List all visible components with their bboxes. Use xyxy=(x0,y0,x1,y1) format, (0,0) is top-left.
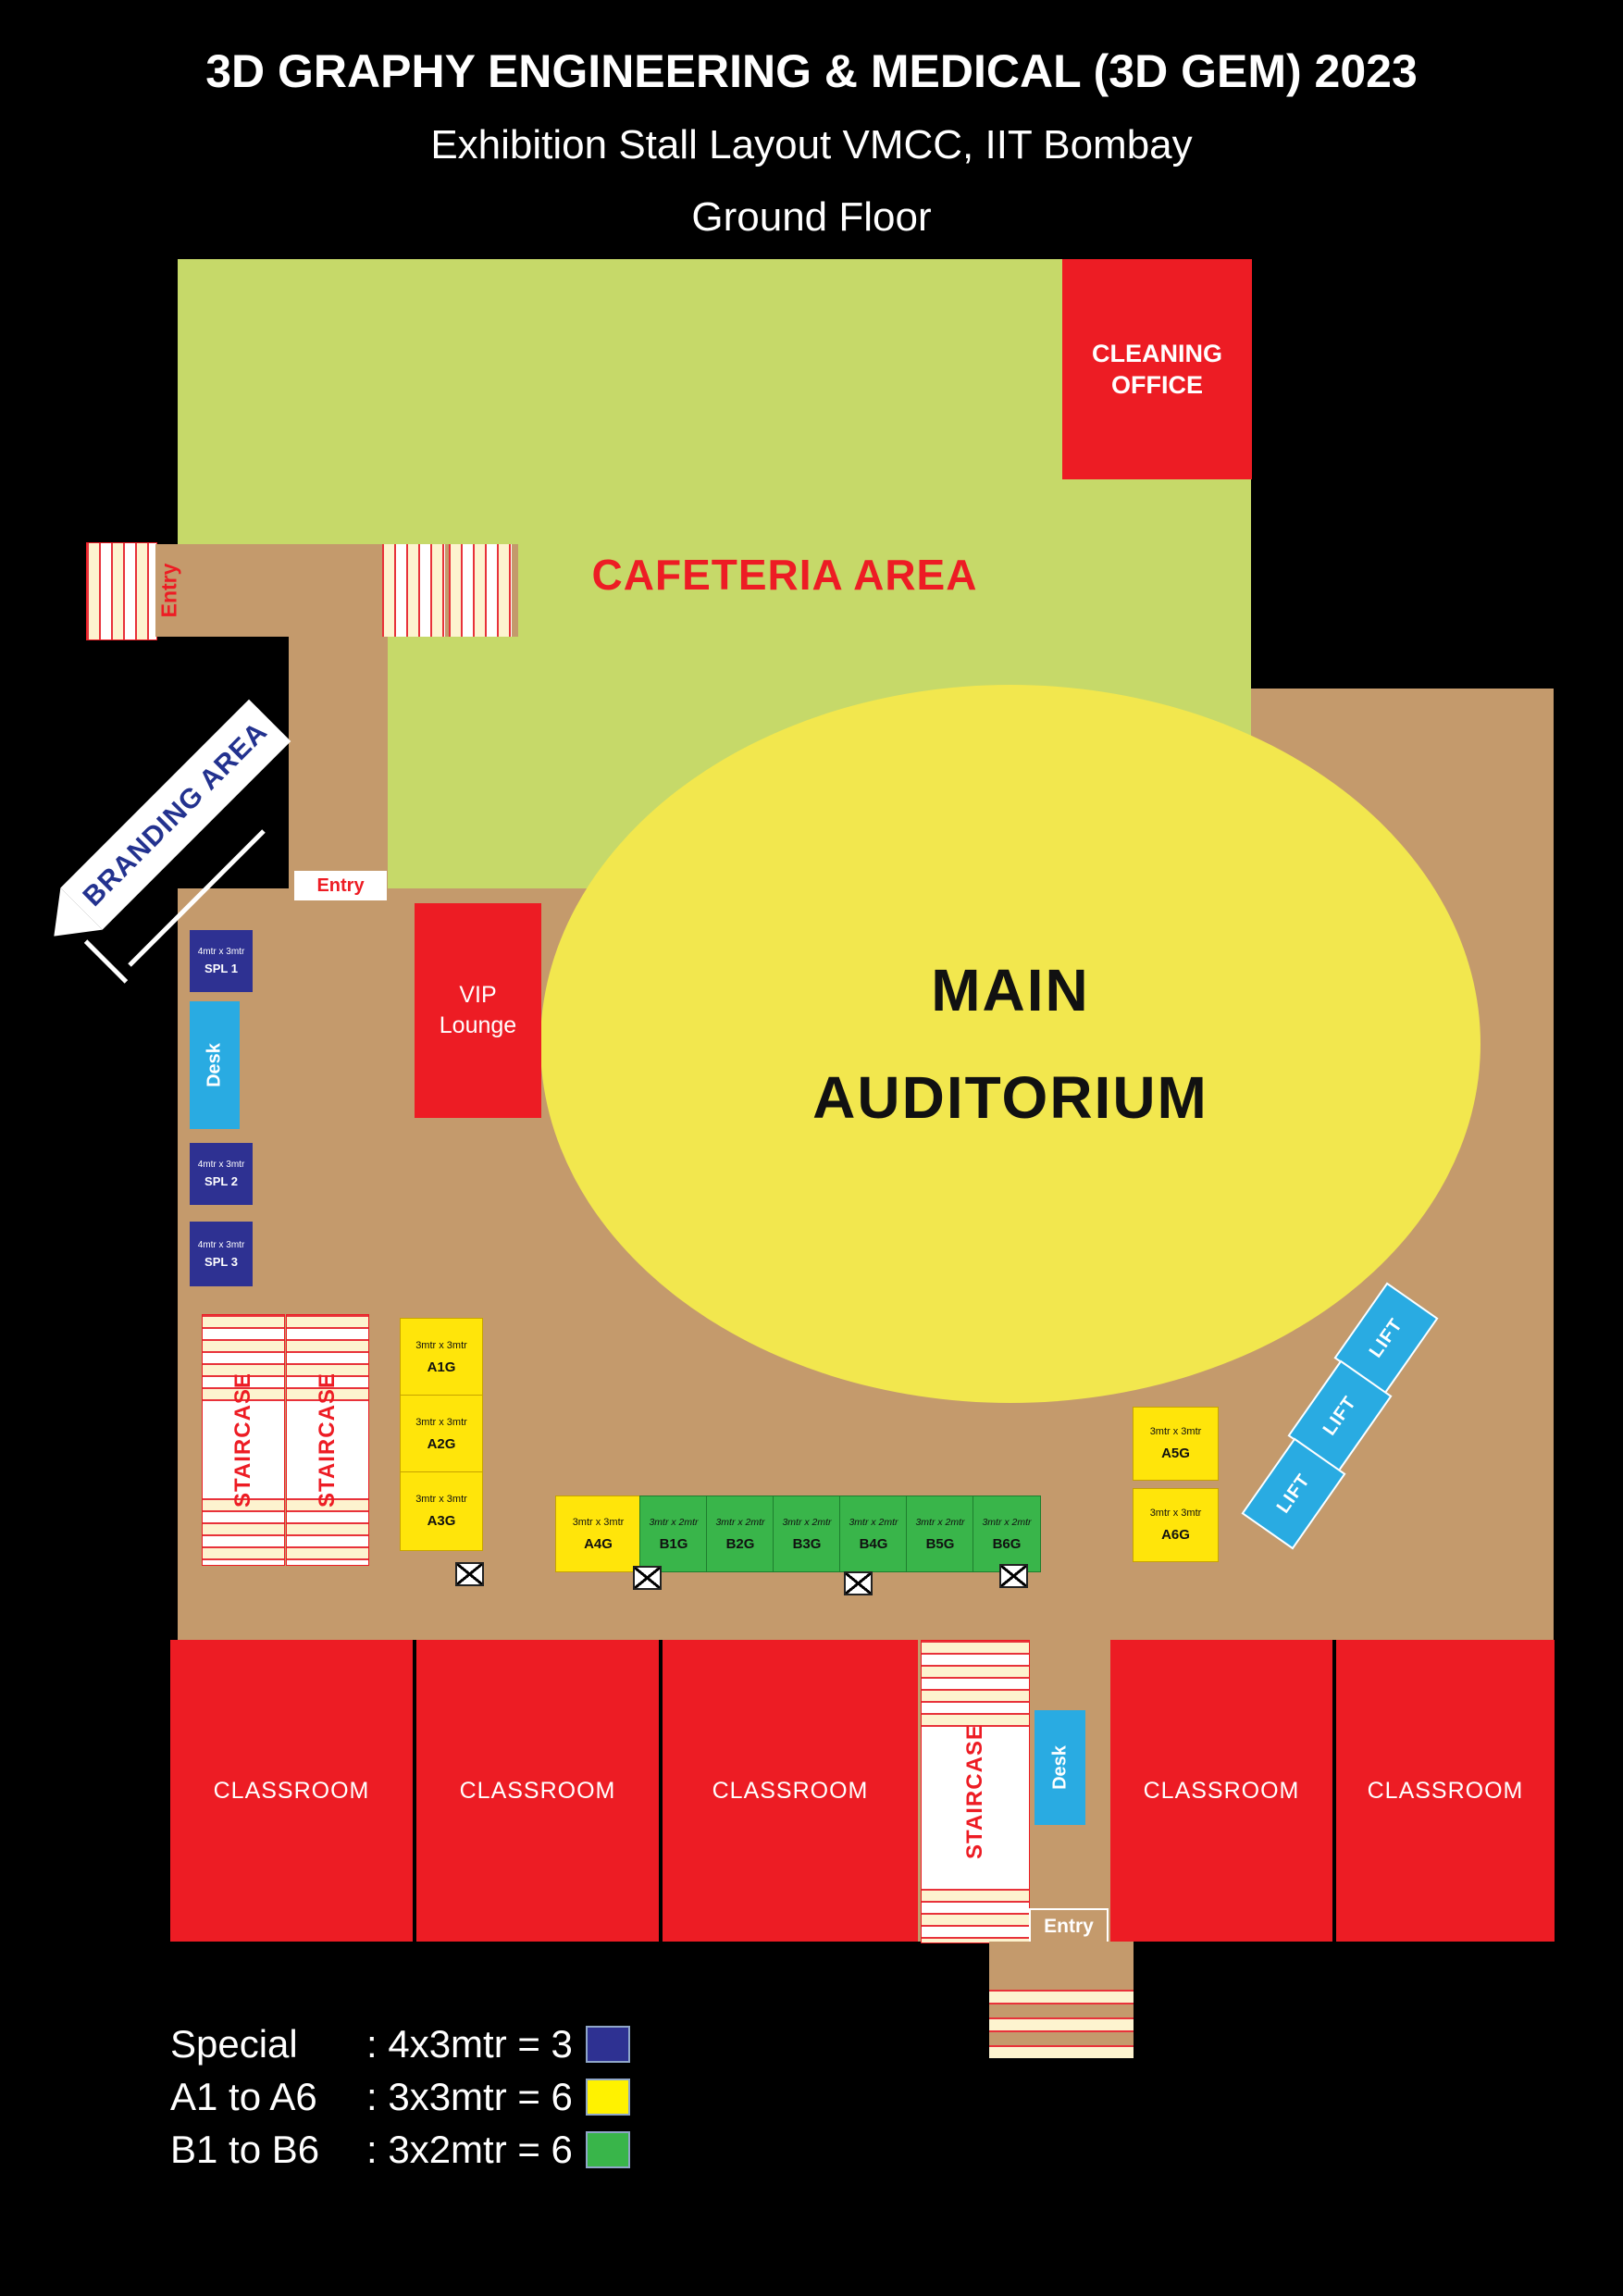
entry-corridor xyxy=(155,544,518,637)
entry-label-bottom: Entry xyxy=(1029,1908,1109,1945)
floor-label: Ground Floor xyxy=(691,194,932,240)
cleaning-office: CLEANING OFFICE xyxy=(1062,259,1252,479)
classroom-5: CLASSROOM xyxy=(1336,1640,1555,1942)
classroom-4: CLASSROOM xyxy=(1110,1640,1332,1942)
entry-label-mid: Entry xyxy=(294,871,387,900)
legend-row-a: A1 to A6 : 3x3mtr = 6 xyxy=(170,2070,630,2123)
stall-a1g: 3mtr x 3mtr A1G xyxy=(400,1318,483,1396)
stair-steps-icon xyxy=(203,1498,284,1565)
stall-a2g: 3mtr x 3mtr A2G xyxy=(400,1395,483,1473)
stall-b6g: 3mtr x 2mtr B6G xyxy=(973,1496,1041,1572)
classroom-1: CLASSROOM xyxy=(170,1640,413,1942)
stall-b2g: 3mtr x 2mtr B2G xyxy=(706,1496,774,1572)
staircase-left-1: STAIRCASE xyxy=(202,1314,285,1566)
stall-a4g: 3mtr x 3mtr A4G xyxy=(555,1496,641,1572)
classroom-2: CLASSROOM xyxy=(416,1640,659,1942)
pillar-icon xyxy=(633,1566,662,1590)
stall-b1g: 3mtr x 2mtr B1G xyxy=(639,1496,708,1572)
stair-steps-icon xyxy=(287,1498,368,1565)
pillar-icon xyxy=(455,1562,484,1586)
stall-b5g: 3mtr x 2mtr B5G xyxy=(906,1496,974,1572)
legend-swatch-b xyxy=(585,2130,630,2168)
legend-swatch-a xyxy=(585,2078,630,2116)
staircase-middle: STAIRCASE xyxy=(921,1640,1030,1943)
entry-steps-icon xyxy=(989,1990,1134,2058)
auditorium-label-line2: AUDITORIUM xyxy=(812,1064,1208,1131)
stall-b4g: 3mtr x 2mtr B4G xyxy=(839,1496,908,1572)
auditorium-label-line1: MAIN xyxy=(931,957,1090,1024)
legend-swatch-special xyxy=(585,2025,630,2063)
corridor-steps-icon xyxy=(449,544,512,637)
stair-steps-icon xyxy=(287,1315,368,1408)
stall-a3g: 3mtr x 3mtr A3G xyxy=(400,1471,483,1551)
stair-steps-icon xyxy=(203,1315,284,1408)
stall-b3g: 3mtr x 2mtr B3G xyxy=(773,1496,841,1572)
pillar-icon xyxy=(844,1571,873,1595)
corridor-steps-icon xyxy=(382,544,445,637)
stall-spl3: 4mtr x 3mtr SPL 3 xyxy=(190,1222,253,1286)
stair-steps-icon xyxy=(922,1641,1029,1729)
legend: Special : 4x3mtr = 3 A1 to A6 : 3x3mtr =… xyxy=(170,2017,630,2176)
classroom-3: CLASSROOM xyxy=(663,1640,918,1942)
bottom-entry-corridor xyxy=(989,1942,1134,2058)
entry-walkway xyxy=(289,637,388,905)
stall-spl2: 4mtr x 3mtr SPL 2 xyxy=(190,1143,253,1205)
stall-a6g: 3mtr x 3mtr A6G xyxy=(1133,1488,1219,1562)
cleaning-office-label: CLEANING OFFICE xyxy=(1092,340,1222,399)
stall-spl1: 4mtr x 3mtr SPL 1 xyxy=(190,930,253,992)
stall-a5g: 3mtr x 3mtr A5G xyxy=(1133,1407,1219,1481)
main-auditorium: MAIN AUDITORIUM xyxy=(540,685,1481,1403)
stair-steps-icon xyxy=(922,1889,1029,1942)
entry-steps-icon xyxy=(86,542,157,640)
desk-left: Desk xyxy=(190,1001,240,1129)
legend-row-b: B1 to B6 : 3x2mtr = 6 xyxy=(170,2123,630,2176)
pillar-icon xyxy=(999,1564,1028,1588)
branding-boundary-line xyxy=(83,939,129,984)
page-title: 3D GRAPHY ENGINEERING & MEDICAL (3D GEM)… xyxy=(205,45,1418,97)
vip-lounge: VIP Lounge xyxy=(415,903,541,1118)
page-subtitle: Exhibition Stall Layout VMCC, IIT Bombay xyxy=(430,122,1193,168)
desk-bottom: Desk xyxy=(1035,1710,1085,1825)
entry-label-text: Entry xyxy=(156,563,181,618)
staircase-left-2: STAIRCASE xyxy=(286,1314,369,1566)
legend-row-special: Special : 4x3mtr = 3 xyxy=(170,2017,630,2070)
cafeteria-area-label: CAFETERIA AREA xyxy=(591,551,978,599)
entry-label-top: Entry xyxy=(148,544,191,637)
